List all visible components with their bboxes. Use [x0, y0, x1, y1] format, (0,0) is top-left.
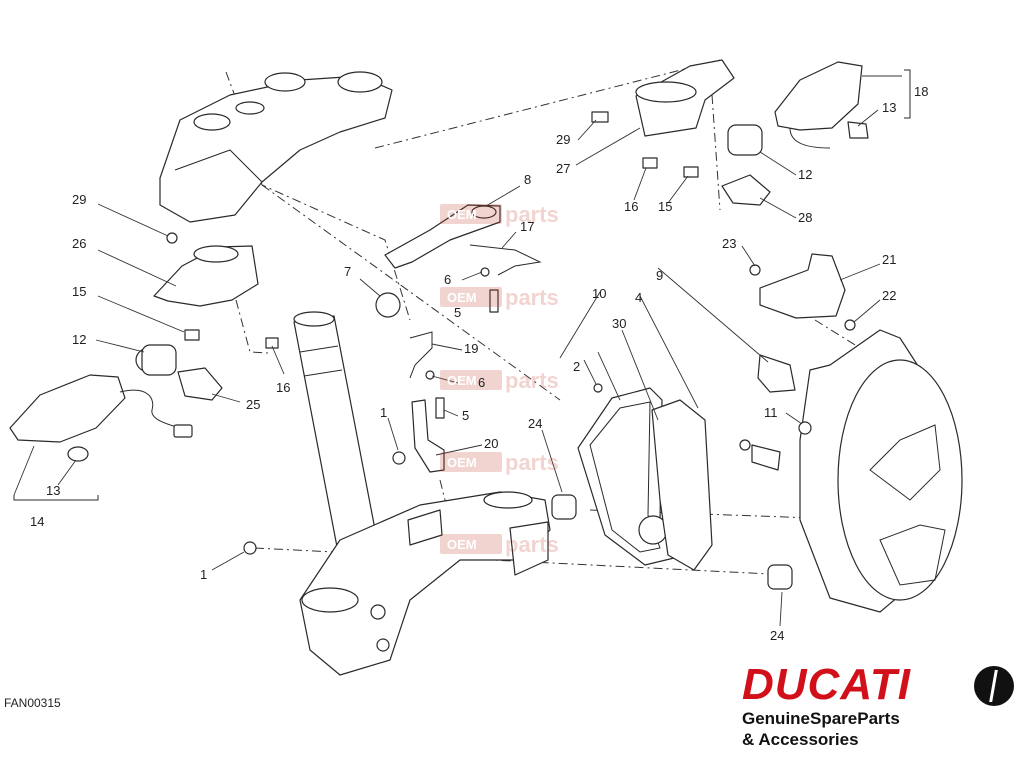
part-label-22: 22 [882, 288, 896, 303]
part-label-18: 18 [914, 84, 928, 99]
part-label-8: 8 [524, 172, 531, 187]
part-label-2: 2 [573, 359, 580, 374]
part-label-13: 13 [882, 100, 896, 115]
watermark-tile: OEM parts [440, 450, 559, 475]
headlight-assembly [243, 329, 963, 613]
part-label-20: 20 [484, 436, 498, 451]
central-small-parts [375, 204, 542, 473]
ducati-logo: DUCATI [742, 660, 911, 709]
part-label-5: 5 [462, 408, 469, 423]
watermark-brand: OEM [447, 373, 477, 388]
watermark: OEM parts OEM parts OEM parts OEM parts … [440, 202, 559, 557]
part-label-23: 23 [722, 236, 736, 251]
part-label-28: 28 [798, 210, 812, 225]
brand-tagline-2: & Accessories [742, 730, 859, 749]
part-label-27: 27 [556, 161, 570, 176]
part-label-16: 16 [624, 199, 638, 214]
part-label-24: 24 [770, 628, 784, 643]
part-label-30: 30 [612, 316, 626, 331]
ducati-emblem-icon [974, 666, 1014, 706]
watermark-word: parts [505, 368, 559, 393]
watermark-brand: OEM [447, 207, 477, 222]
part-label-10: 10 [592, 286, 606, 301]
part-label-24: 24 [528, 416, 542, 431]
bracket-21 [749, 253, 856, 331]
part-label-6: 6 [444, 272, 451, 287]
watermark-word: parts [505, 285, 559, 310]
leader-lines [13, 75, 902, 627]
part-label-15: 15 [72, 284, 86, 299]
upper-triple-clamp [159, 71, 393, 223]
watermark-word: parts [505, 450, 559, 475]
brand-tagline-1: GenuineSpareParts [742, 709, 900, 728]
part-label-13: 13 [46, 483, 60, 498]
part-label-29: 29 [72, 192, 86, 207]
watermark-tile: OEM parts [440, 368, 559, 393]
part-label-14: 14 [30, 514, 44, 529]
watermark-tile: OEM parts [440, 202, 559, 227]
watermark-brand: OEM [447, 455, 477, 470]
part-label-12: 12 [72, 332, 86, 347]
part-label-5: 5 [454, 305, 461, 320]
part-label-6: 6 [478, 375, 485, 390]
steering-stem [293, 311, 379, 553]
left-indicator-assembly [9, 232, 279, 501]
watermark-tile: OEM parts [440, 532, 559, 557]
part-label-26: 26 [72, 236, 86, 251]
right-indicator-assembly [591, 59, 911, 206]
watermark-brand: OEM [447, 537, 477, 552]
part-label-12: 12 [798, 167, 812, 182]
part-label-21: 21 [882, 252, 896, 267]
part-label-1: 1 [380, 405, 387, 420]
watermark-word: parts [505, 532, 559, 557]
part-label-19: 19 [464, 341, 478, 356]
lower-triple-clamp [299, 491, 551, 676]
watermark-brand: OEM [447, 290, 477, 305]
diagram-code: FAN00315 [4, 696, 61, 710]
part-label-4: 4 [635, 290, 642, 305]
part-label-17: 17 [520, 219, 534, 234]
part-label-9: 9 [656, 268, 663, 283]
part-label-15: 15 [658, 199, 672, 214]
part-label-25: 25 [246, 397, 260, 412]
part-label-29: 29 [556, 132, 570, 147]
part-label-16: 16 [276, 380, 290, 395]
watermark-tile: OEM parts [440, 285, 559, 310]
part-label-7: 7 [344, 264, 351, 279]
part-label-1: 1 [200, 567, 207, 582]
brand-block: DUCATI GenuineSpareParts & Accessories [742, 662, 1022, 750]
watermark-word: parts [505, 202, 559, 227]
part-label-11: 11 [764, 405, 778, 420]
part-labels: 1 1 2 4 5 5 6 6 7 8 9 10 11 12 12 13 13 … [30, 84, 928, 643]
